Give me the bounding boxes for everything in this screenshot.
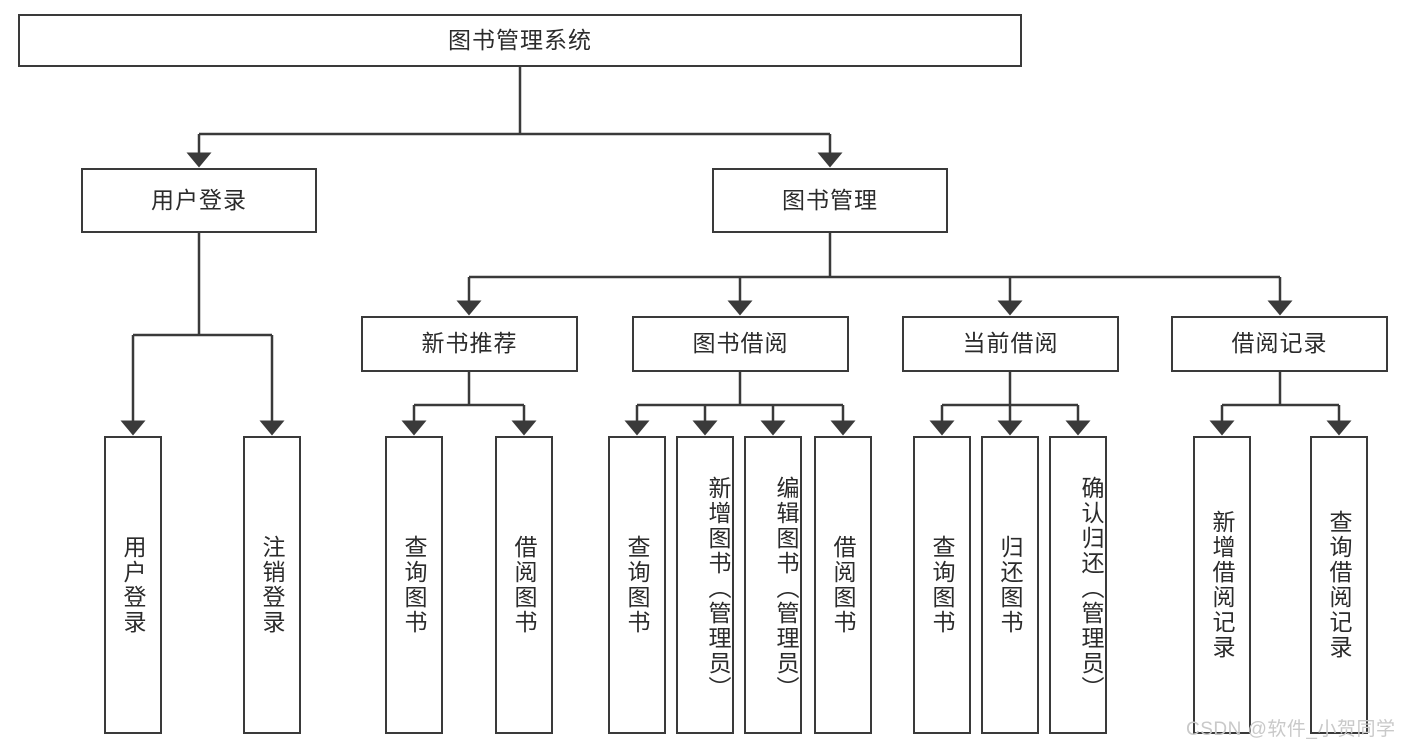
leaf-user-login-logout[interactable]: 注销登录 [243, 436, 301, 734]
node-new-book-recommend[interactable]: 新书推荐 [361, 316, 578, 372]
node-book-borrow[interactable]: 图书借阅 [632, 316, 849, 372]
node-root-system[interactable]: 图书管理系统 [18, 14, 1022, 67]
node-current-borrow[interactable]: 当前借阅 [902, 316, 1119, 372]
leaf-borrow-edit-book-admin[interactable]: 编辑图书（管理员） [744, 436, 802, 734]
leaf-label: 新增借阅记录 [1209, 510, 1236, 660]
leaf-current-return-book[interactable]: 归还图书 [981, 436, 1039, 734]
leaf-current-confirm-return-admin[interactable]: 确认归还（管理员） [1049, 436, 1107, 734]
leaf-label: 借阅图书 [511, 535, 538, 635]
leaf-label: 归还图书 [997, 535, 1024, 635]
leaf-current-query-book[interactable]: 查询图书 [913, 436, 971, 734]
leaf-label: 确认归还（管理员） [1078, 475, 1104, 701]
leaf-label: 查询借阅记录 [1326, 510, 1353, 660]
leaf-label: 查询图书 [401, 535, 428, 635]
node-book-management[interactable]: 图书管理 [712, 168, 948, 233]
leaf-borrow-query-book[interactable]: 查询图书 [608, 436, 666, 734]
leaf-label: 借阅图书 [830, 535, 857, 635]
leaf-record-query-record[interactable]: 查询借阅记录 [1310, 436, 1368, 734]
leaf-user-login-login[interactable]: 用户登录 [104, 436, 162, 734]
csdn-watermark: CSDN @软件_小贺同学 [1186, 719, 1396, 740]
leaf-recommend-borrow-book[interactable]: 借阅图书 [495, 436, 553, 734]
leaf-recommend-query-book[interactable]: 查询图书 [385, 436, 443, 734]
leaf-borrow-borrow-book[interactable]: 借阅图书 [814, 436, 872, 734]
node-user-login[interactable]: 用户登录 [81, 168, 317, 233]
leaf-borrow-add-book-admin[interactable]: 新增图书（管理员） [676, 436, 734, 734]
leaf-label: 编辑图书（管理员） [773, 475, 799, 701]
leaf-label: 查询图书 [929, 535, 956, 635]
leaf-record-add-record[interactable]: 新增借阅记录 [1193, 436, 1251, 734]
leaf-label: 查询图书 [624, 535, 651, 635]
leaf-label: 用户登录 [120, 535, 147, 635]
leaf-label: 注销登录 [259, 535, 286, 635]
leaf-label: 新增图书（管理员） [705, 475, 731, 701]
node-borrow-record[interactable]: 借阅记录 [1171, 316, 1388, 372]
